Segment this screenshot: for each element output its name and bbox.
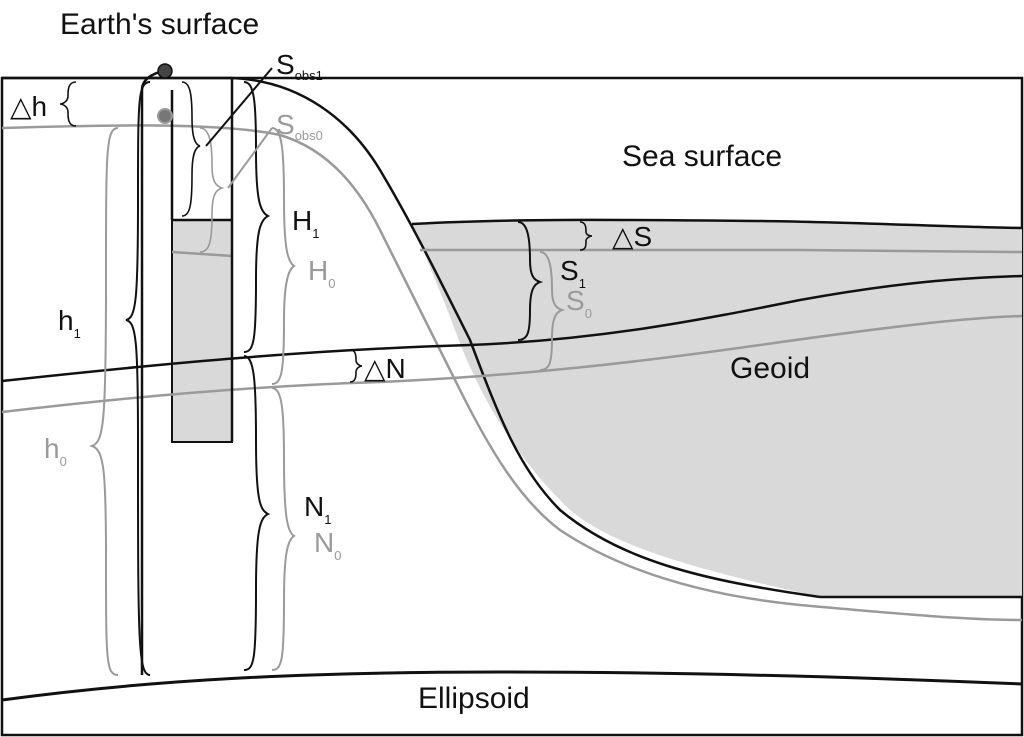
N1-label: N1	[304, 491, 331, 527]
sobs0-brace	[199, 127, 225, 253]
delta-h-brace	[59, 81, 77, 127]
geoid-label: Geoid	[730, 352, 810, 385]
delta-n-label: △N	[364, 353, 406, 384]
H1-label: H1	[292, 205, 319, 241]
S1-brace	[517, 221, 544, 341]
earth-surface-epoch1	[2, 76, 821, 599]
sea-surface-label: Sea surface	[622, 140, 782, 173]
h1-label: h1	[58, 305, 81, 341]
sobs0-leader	[227, 127, 273, 189]
earth-surface-label: Earth's surface	[60, 8, 259, 41]
delta-n-brace	[349, 349, 363, 383]
ellipsoid-line	[1, 670, 1023, 702]
ellipsoid-label: Ellipsoid	[418, 682, 530, 715]
geoid-epoch1	[1, 274, 1023, 383]
h0-label: h0	[44, 433, 67, 469]
H0-brace	[271, 127, 296, 385]
sobs1-label: Sobs1	[276, 49, 323, 83]
benchmark-point-epoch1	[157, 63, 173, 79]
N0-brace	[271, 387, 296, 671]
delta-s-brace	[579, 221, 593, 251]
sea-surface-epoch0	[171, 248, 1023, 258]
sea-water-region	[412, 219, 1022, 598]
delta-h-label: △h	[10, 91, 47, 122]
H1-brace	[243, 81, 271, 353]
S0-brace	[539, 251, 566, 371]
tide-gauge-well	[171, 219, 233, 443]
sobs0-label: Sobs0	[276, 109, 323, 143]
sobs1-brace	[181, 81, 201, 217]
h0-brace	[88, 127, 119, 676]
geoid-epoch0	[1, 314, 1023, 414]
delta-s-label: △S	[612, 221, 652, 252]
sobs1-leader	[205, 67, 273, 147]
N1-brace	[243, 355, 271, 671]
H0-label: H0	[308, 255, 335, 291]
S1-label: S1	[560, 255, 586, 291]
h1-brace	[125, 81, 151, 676]
benchmark-point-epoch0	[157, 108, 173, 124]
sea-surface-line	[411, 218, 1023, 230]
N0-label: N0	[314, 527, 341, 563]
S0-label: S0	[566, 285, 592, 321]
